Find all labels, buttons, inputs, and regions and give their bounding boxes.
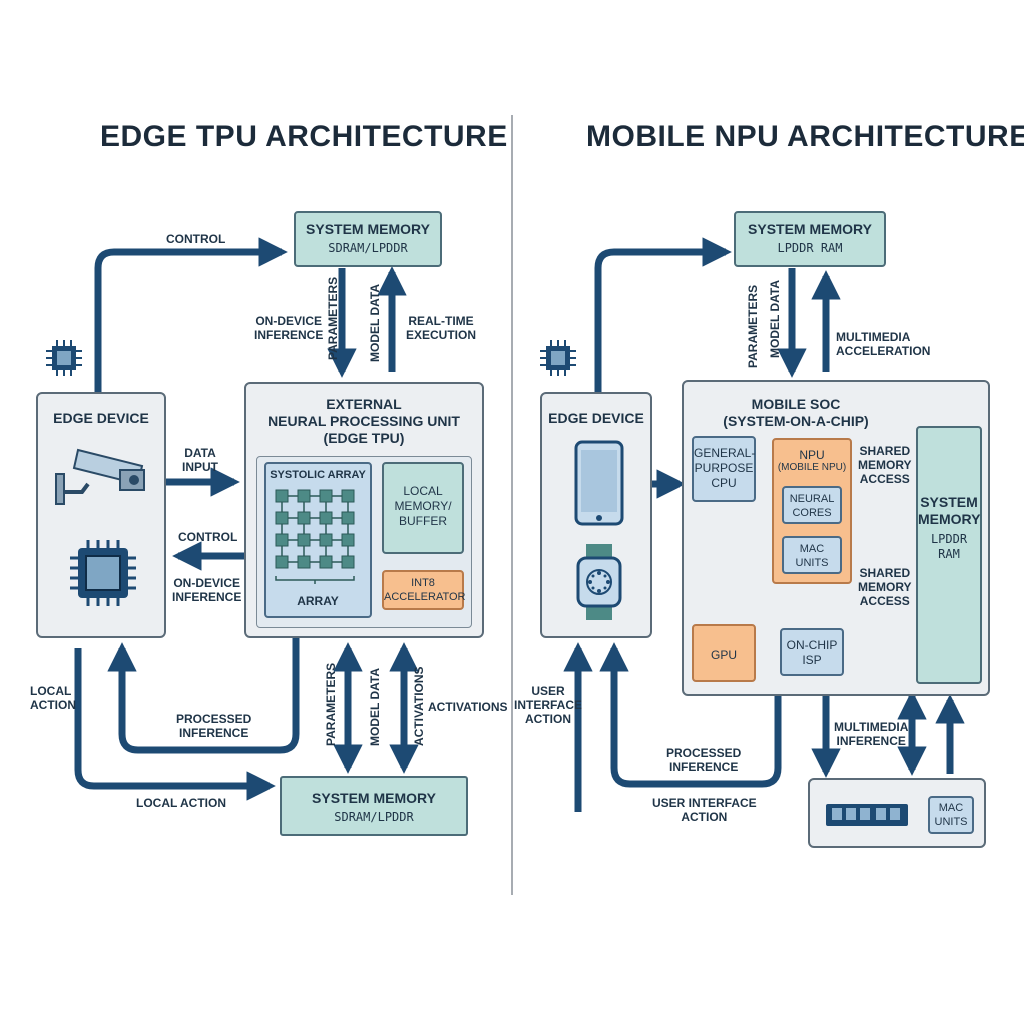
system-memory-bottom-subtitle: SDRAM/LPDDR xyxy=(334,810,414,824)
label-shared-memory-access-bottom: SHARED MEMORY ACCESS xyxy=(858,566,912,608)
label-parameters-right: PARAMETERS xyxy=(746,284,760,368)
soc-title: MOBILE SOC (SYSTEM-ON-A-CHIP) xyxy=(723,396,869,429)
label-model-data-top: MODEL DATA xyxy=(368,284,382,362)
neural-cores-label: NEURAL CORES xyxy=(789,493,835,519)
system-memory-side-title: SYSTEM MEMORY xyxy=(918,494,981,527)
processor-icon xyxy=(70,540,136,606)
label-real-time-execution: REAL-TIME EXECUTION xyxy=(406,314,477,342)
label-local-action-left: LOCAL ACTION xyxy=(30,684,76,712)
cpu-label: GENERAL- PURPOSE CPU xyxy=(694,446,756,490)
isp-box: ON-CHIP ISP xyxy=(780,628,844,676)
edge-device-right: EDGE DEVICE xyxy=(540,392,652,638)
npu-title: EXTERNAL NEURAL PROCESSING UNIT (EDGE TP… xyxy=(268,396,460,446)
system-memory-title: SYSTEM MEMORY xyxy=(306,221,430,237)
label-multimedia-acceleration: MULTIMEDIA ACCELERATION xyxy=(836,330,931,358)
system-memory-bottom-left: SYSTEM MEMORY SDRAM/LPDDR xyxy=(280,776,468,836)
system-memory-right-subtitle: LPDDR RAM xyxy=(777,241,843,255)
processed-inference-arrow xyxy=(107,638,300,754)
systolic-array-box: SYSTOLIC ARRAY ARRAY xyxy=(264,462,372,618)
system-memory-side-box: SYSTEM MEMORY LPDDR RAM xyxy=(916,426,982,684)
left-title: EDGE TPU ARCHITECTURE xyxy=(100,120,508,153)
mac-units-bottom-panel: MAC UNITS xyxy=(808,778,986,848)
label-model-data-bottom: MODEL DATA xyxy=(368,668,382,746)
system-memory-top-right: SYSTEM MEMORY LPDDR RAM xyxy=(734,211,886,267)
right-title: MOBILE NPU ARCHITECTURE xyxy=(586,120,1024,153)
chip-icon-right xyxy=(540,340,576,376)
edge-device-left: EDGE DEVICE xyxy=(36,392,166,638)
smartphone-icon xyxy=(574,440,624,526)
label-control-top: CONTROL xyxy=(166,232,226,246)
int8-accelerator-box: INT8 ACCELERATOR xyxy=(382,570,466,610)
label-processed-inference-right: PROCESSED INFERENCE xyxy=(666,746,742,774)
label-processed-inference: PROCESSED INFERENCE xyxy=(176,712,252,740)
system-memory-side-subtitle: LPDDR RAM xyxy=(930,532,968,561)
mac-units-bottom-box: MAC UNITS xyxy=(928,796,974,834)
label-parameters-top: PARAMETERS xyxy=(326,276,340,360)
control-arrow xyxy=(94,237,288,392)
security-camera-icon xyxy=(55,448,145,505)
system-memory-top-left: SYSTEM MEMORY SDRAM/LPDDR xyxy=(294,211,442,267)
system-memory-subtitle: SDRAM/LPDDR xyxy=(328,241,408,255)
label-local-action-bottom: LOCAL ACTION xyxy=(136,796,226,810)
label-control-mid: CONTROL xyxy=(178,530,238,544)
int8-accelerator-label: INT8 ACCELERATOR xyxy=(384,577,466,603)
label-user-interface-action-bottom: USER INTERFACE ACTION xyxy=(652,796,757,824)
systolic-array-title: SYSTOLIC ARRAY xyxy=(270,469,366,481)
memory-module-icon xyxy=(826,804,908,826)
processed-inference-arrow-right xyxy=(599,642,782,788)
label-on-device-inference-top: ON-DEVICE INFERENCE xyxy=(254,314,324,342)
edge-device-right-title: EDGE DEVICE xyxy=(548,410,644,426)
smartwatch-icon xyxy=(576,544,622,620)
local-memory-label: LOCAL MEMORY/ BUFFER xyxy=(394,484,452,528)
label-on-device-inference-mid: ON-DEVICE INFERENCE xyxy=(172,576,242,604)
local-action-arrow xyxy=(74,648,276,801)
systolic-grid-icon xyxy=(275,489,355,584)
systolic-array-label: ARRAY xyxy=(297,594,339,608)
label-activations-vertical: ACTIVATIONS xyxy=(412,666,426,746)
label-shared-memory-access-top: SHARED MEMORY ACCESS xyxy=(858,444,912,486)
chip-icon xyxy=(46,340,82,376)
label-multimedia-inference: MULTIMEDIA INFERENCE xyxy=(834,720,909,748)
label-model-data-right: MODEL DATA xyxy=(768,280,782,358)
external-npu-box: EXTERNAL NEURAL PROCESSING UNIT (EDGE TP… xyxy=(244,382,484,638)
system-memory-bottom-title: SYSTEM MEMORY xyxy=(312,790,436,806)
npu-label: NPU xyxy=(799,448,825,462)
local-memory-buffer-box: LOCAL MEMORY/ BUFFER xyxy=(382,462,464,554)
mac-units-label: MAC UNITS xyxy=(795,543,829,569)
npu-box: NPU (MOBILE NPU) NEURAL CORES MAC UNITS xyxy=(772,438,852,584)
edge-to-memory-arrow xyxy=(594,237,732,392)
gpu-label: GPU xyxy=(710,648,737,662)
neural-cores-box: NEURAL CORES xyxy=(782,486,842,524)
npu-subtitle: (MOBILE NPU) xyxy=(777,462,847,473)
label-data-input: DATA INPUT xyxy=(182,446,218,474)
isp-label: ON-CHIP ISP xyxy=(786,638,838,667)
system-memory-right-title: SYSTEM MEMORY xyxy=(748,221,872,237)
label-activations-horizontal: ACTIVATIONS xyxy=(428,700,508,714)
label-user-interface-action-left: USER INTERFACE ACTION xyxy=(514,684,583,726)
edge-device-title: EDGE DEVICE xyxy=(53,410,149,426)
gpu-box: GPU xyxy=(692,624,756,682)
mac-units-bottom-label: MAC UNITS xyxy=(934,802,968,828)
cpu-box: GENERAL- PURPOSE CPU xyxy=(692,436,756,502)
mac-units-box: MAC UNITS xyxy=(782,536,842,574)
label-parameters-bottom: PARAMETERS xyxy=(324,662,338,746)
